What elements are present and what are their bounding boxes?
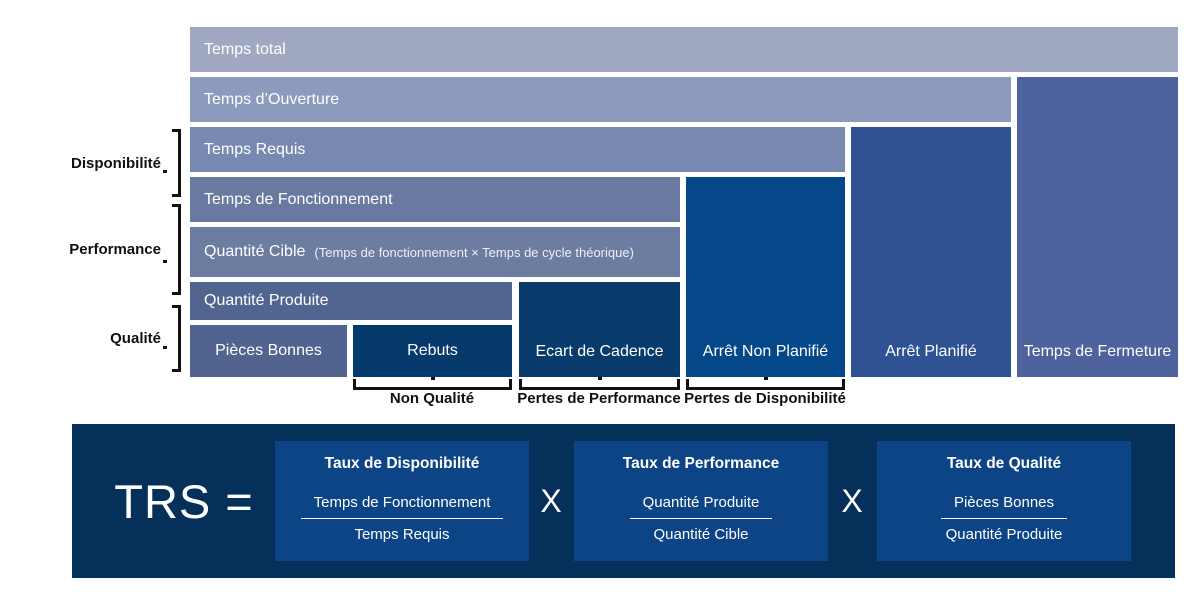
column-arret-planifie: Arrêt Planifié [851, 127, 1011, 377]
cell-rebuts: Rebuts [353, 325, 512, 377]
group-label-disponibilite: Disponibilité [71, 154, 161, 172]
bar-label: Temps de Fonctionnement [204, 190, 393, 208]
term-numerator: Pièces Bonnes [940, 494, 1068, 519]
term-denominator: Quantité Produite [945, 526, 1063, 543]
term-card-taux-de-performance: Taux de Performance Quantité Produite Qu… [574, 441, 828, 561]
term-fraction: Quantité Produite Quantité Cible [629, 494, 773, 543]
term-denominator: Temps Requis [354, 526, 450, 543]
term-fraction: Temps de Fonctionnement Temps Requis [300, 494, 504, 543]
brace-pertes-de-disponibilite [686, 377, 845, 390]
cell-label: Pièces Bonnes [215, 342, 322, 359]
multiply-sign-2: X [841, 482, 863, 519]
term-card-taux-de-qualite: Taux de Qualité Pièces Bonnes Quantité P… [877, 441, 1131, 561]
loss-label-non-qualite: Non Qualité [389, 390, 475, 407]
column-ecart-de-cadence: Ecart de Cadence [519, 282, 680, 377]
bar-label: Temps total [204, 40, 286, 58]
column-label: Temps de Fermeture [1023, 343, 1172, 360]
bar-quantite-cible: Quantité Cible (Temps de fonctionnement … [190, 227, 680, 277]
bar-note: (Temps de fonctionnement × Temps de cycl… [314, 244, 634, 260]
group-qualite: Qualité [58, 305, 181, 372]
bar-temps-ouverture: Temps d’Ouverture [190, 77, 1011, 122]
bracket-performance [163, 204, 181, 295]
trs-formula-panel: TRS = Taux de Disponibilité Temps de Fon… [72, 424, 1175, 578]
brace-pertes-de-performance [519, 377, 680, 390]
term-fraction: Pièces Bonnes Quantité Produite [940, 494, 1068, 543]
term-title: Taux de Qualité [946, 455, 1062, 472]
cell-label: Rebuts [407, 342, 458, 359]
brace-non-qualite [353, 377, 512, 390]
loss-label-pertes-de-performance: Pertes de Performance [517, 390, 681, 407]
term-title: Taux de Performance [622, 455, 780, 472]
bracket-disponibilite [163, 129, 181, 197]
bar-label: Temps Requis [204, 140, 306, 158]
group-disponibilite: Disponibilité [58, 129, 181, 197]
bar-label: Quantité Cible [204, 243, 306, 260]
group-label-qualite: Qualité [110, 330, 161, 347]
term-denominator: Quantité Cible [653, 526, 749, 543]
column-label: Ecart de Cadence [535, 343, 664, 360]
bar-quantite-produite: Quantité Produite [190, 282, 512, 320]
bar-label: Temps d’Ouverture [204, 90, 340, 108]
term-title: Taux de Disponibilité [324, 455, 480, 472]
column-label: Arrêt Non Planifié [702, 343, 829, 360]
group-label-performance: Performance [69, 241, 161, 258]
loss-label-pertes-de-disponibilite: Pertes de Disponibilité [684, 390, 846, 407]
column-arret-non-planifie: Arrêt Non Planifié [686, 177, 845, 377]
bar-temps-total: Temps total [190, 27, 1178, 72]
trs-equals-text: TRS = [114, 474, 254, 528]
multiply-sign-1: X [540, 482, 562, 519]
bar-temps-requis: Temps Requis [190, 127, 845, 172]
group-performance: Performance [58, 204, 181, 295]
bracket-qualite [163, 305, 181, 372]
term-card-taux-de-disponibilite: Taux de Disponibilité Temps de Fonctionn… [275, 441, 529, 561]
term-numerator: Quantité Produite [629, 494, 773, 519]
term-numerator: Temps de Fonctionnement [300, 494, 504, 519]
bar-temps-fonctionnement: Temps de Fonctionnement [190, 177, 680, 222]
bar-label: Quantité Produite [204, 292, 329, 309]
column-label: Arrêt Planifié [885, 343, 977, 360]
column-temps-de-fermeture: Temps de Fermeture [1017, 77, 1178, 377]
cell-pieces-bonnes: Pièces Bonnes [190, 325, 347, 377]
